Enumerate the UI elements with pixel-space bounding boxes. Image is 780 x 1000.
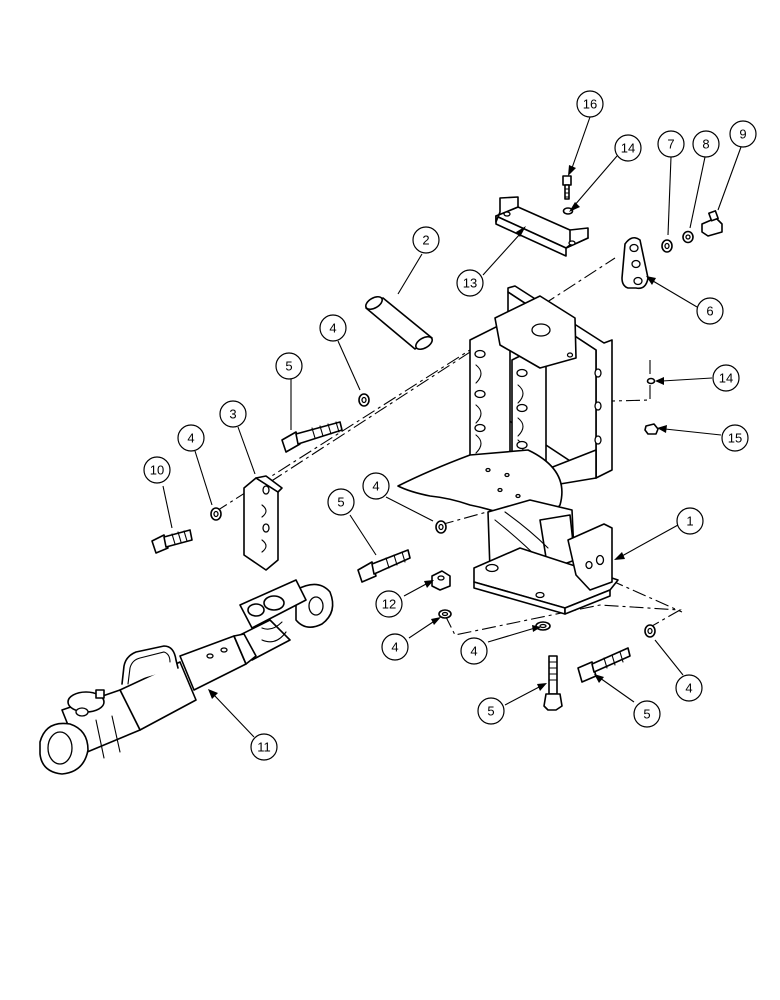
svg-text:14: 14: [719, 371, 733, 386]
svg-text:6: 6: [706, 304, 713, 319]
leader-lines: [162, 116, 742, 738]
callout-14-side: 14: [712, 364, 740, 392]
svg-text:10: 10: [150, 463, 164, 478]
svg-text:1: 1: [686, 514, 693, 529]
svg-text:4: 4: [187, 431, 194, 446]
washer-4-middle: [435, 520, 447, 534]
callout-5-lower-left: 5: [477, 697, 505, 725]
bolt-5-upper: [281, 421, 343, 453]
callout-9: 9: [729, 120, 757, 148]
callout-5-upper: 5: [275, 352, 303, 380]
bolt-10: [151, 529, 193, 554]
callout-15: 15: [721, 424, 749, 452]
nut-8: [682, 230, 694, 244]
callout-4-lower-left: 4: [381, 633, 409, 661]
washer-4-left: [210, 507, 222, 521]
nut-12: [431, 570, 451, 591]
callout-12: 12: [375, 590, 403, 618]
svg-text:11: 11: [257, 740, 271, 755]
bolt-5-right: [577, 647, 631, 683]
svg-text:15: 15: [728, 431, 742, 446]
callout-5-middle: 5: [327, 488, 355, 516]
svg-text:4: 4: [329, 321, 336, 336]
callout-8: 8: [692, 130, 720, 158]
svg-text:14: 14: [621, 141, 635, 156]
svg-text:4: 4: [391, 640, 398, 655]
svg-text:12: 12: [382, 597, 396, 612]
callout-1: 1: [676, 507, 704, 535]
callout-3: 3: [219, 400, 247, 428]
svg-text:7: 7: [667, 137, 674, 152]
main-bracket: [397, 285, 619, 615]
callout-7: 7: [657, 130, 685, 158]
callout-2: 2: [412, 226, 440, 254]
top-bracket: [495, 196, 589, 257]
callout-14-top: 14: [614, 134, 642, 162]
callout-10: 10: [143, 456, 171, 484]
bolt-9: [701, 210, 723, 237]
svg-text:4: 4: [470, 644, 477, 659]
svg-text:4: 4: [685, 681, 692, 696]
svg-text:5: 5: [337, 495, 344, 510]
svg-text:5: 5: [487, 704, 494, 719]
washer-4-under-nut: [438, 609, 452, 619]
pin-2: [365, 295, 433, 351]
washer-4-lower: [535, 621, 551, 631]
svg-text:5: 5: [285, 359, 292, 374]
washer-14-side: [646, 377, 656, 385]
washer-4-right: [644, 624, 656, 638]
svg-text:13: 13: [463, 276, 477, 291]
bolt-5-middle: [357, 549, 411, 583]
callout-4-left: 4: [177, 424, 205, 452]
callout-4-right: 4: [675, 674, 703, 702]
bolt-5-vertical: [543, 655, 563, 711]
screw-16: [562, 175, 572, 200]
callout-4-middle: 4: [362, 472, 390, 500]
svg-text:4: 4: [372, 479, 379, 494]
callout-11: 11: [250, 733, 278, 761]
top-link-11: [39, 579, 334, 775]
washer-14-top: [562, 207, 574, 215]
link-plate: [621, 236, 649, 290]
svg-text:9: 9: [739, 127, 746, 142]
washer-4-upper: [358, 393, 370, 407]
callout-16: 16: [576, 90, 604, 118]
clamp-block-3: [243, 475, 283, 571]
svg-text:16: 16: [583, 97, 597, 112]
spacer-7: [661, 239, 673, 253]
svg-text:8: 8: [702, 137, 709, 152]
svg-text:3: 3: [229, 407, 236, 422]
callout-6: 6: [696, 297, 724, 325]
nut-15: [644, 423, 659, 435]
svg-text:5: 5: [643, 707, 650, 722]
svg-text:2: 2: [422, 233, 429, 248]
callout-13: 13: [456, 269, 484, 297]
callout-4-upper: 4: [319, 314, 347, 342]
callout-5-lower-right: 5: [633, 700, 661, 728]
callout-4-lower-mid: 4: [460, 637, 488, 665]
